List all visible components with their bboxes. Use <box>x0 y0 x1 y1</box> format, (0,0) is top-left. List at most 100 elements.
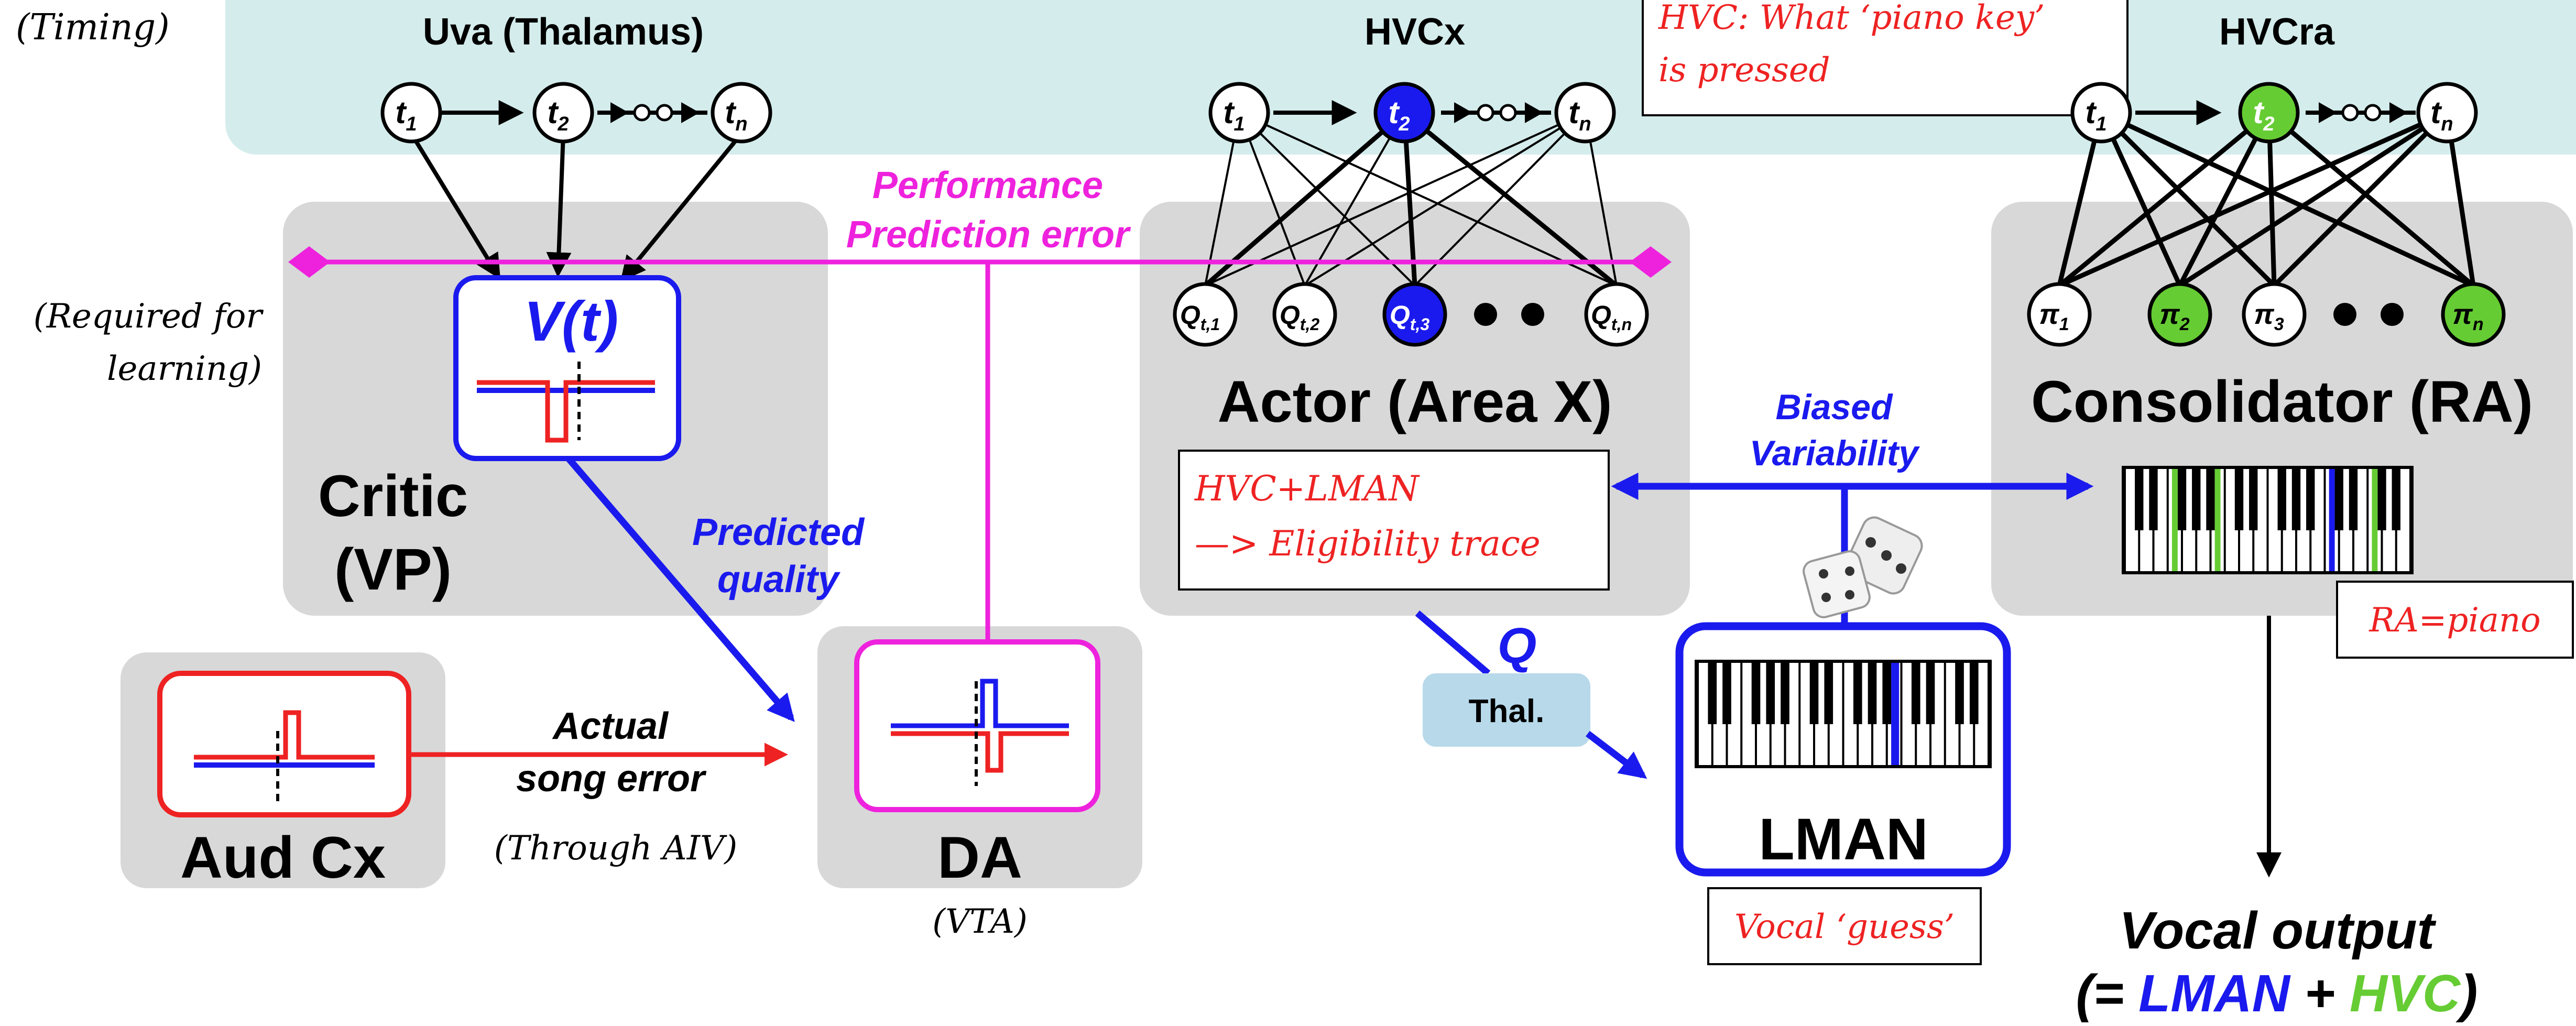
dice-icon <box>1803 516 1923 618</box>
hvcra-t1-node: t1 <box>2070 82 2132 144</box>
timing-annotation: (Timing) <box>16 7 170 48</box>
piano-black-key <box>1708 663 1717 724</box>
piano-black-key <box>2177 469 2187 530</box>
piano-black-key <box>2291 469 2301 530</box>
piano-black-key <box>2306 469 2315 530</box>
q-arrow-upper <box>1415 610 1491 676</box>
svg-text:π3: π3 <box>2254 299 2284 334</box>
performance-error-label-line2: Prediction error <box>846 214 1131 256</box>
q3-node: Qt,3 <box>1382 282 1447 347</box>
q1-node: Qt,1 <box>1173 282 1238 347</box>
biased-variability-line2: Variability <box>1750 433 1920 473</box>
lman-piano-icon <box>1695 660 1992 768</box>
vocal-guess-label: Vocal ‘guess’ <box>1734 908 1955 946</box>
actual-song-error-line1: Actual <box>552 705 669 747</box>
thal-label: Thal. <box>1469 693 1545 729</box>
piano-black-key <box>1911 663 1920 724</box>
svg-text:π1: π1 <box>2039 299 2069 334</box>
piano-black-key <box>2277 469 2286 530</box>
predicted-quality-line1: Predicted <box>692 511 865 553</box>
uva-tn-node: tn <box>711 82 772 144</box>
pi3-node: π3 <box>2242 282 2307 347</box>
chain-circles <box>633 104 2382 122</box>
required-annotation-line2: learning) <box>107 350 262 388</box>
q-label: Q <box>1498 618 1537 674</box>
piano-black-key <box>1766 663 1775 724</box>
hvcx-label: HVCx <box>1365 11 1465 53</box>
svg-text:πn: πn <box>2452 299 2483 334</box>
piano-black-key <box>2234 469 2244 530</box>
piano-black-key <box>2135 469 2144 530</box>
hvcx-t1-node: t1 <box>1208 82 1270 144</box>
hvc-note-line1: HVC: What ‘piano key’ <box>1658 0 2045 37</box>
vp-label: (VP) <box>334 537 452 602</box>
right-diamond-marker <box>1630 246 1672 278</box>
biased-variability-line1: Biased <box>1776 387 1893 427</box>
uva-to-vt-arrows <box>409 132 744 282</box>
performance-error-label-line1: Performance <box>872 165 1103 206</box>
svg-text:Qt,2: Qt,2 <box>1280 300 1319 334</box>
predicted-quality-arrow <box>566 456 795 722</box>
vt-trace <box>477 362 655 443</box>
piano-black-key <box>1868 663 1877 724</box>
piano-black-key <box>2392 469 2400 530</box>
piano-black-key <box>2377 469 2386 530</box>
svg-text:t1: t1 <box>1223 95 1245 135</box>
consolidator-label: Consolidator (RA) <box>2031 369 2533 434</box>
chain-dots <box>610 102 2408 123</box>
hvcx-t2-node: t2 <box>1373 82 1435 144</box>
uva-label: Uva (Thalamus) <box>423 11 704 53</box>
piano-black-key <box>2192 469 2201 530</box>
svg-text:π2: π2 <box>2159 299 2189 334</box>
pi1-node: π1 <box>2027 282 2092 347</box>
vocal-output-label: Vocal output <box>2119 901 2437 960</box>
svg-text:t2: t2 <box>2253 95 2274 135</box>
hvc-lman-box <box>1178 450 1610 591</box>
piano-black-key <box>1751 663 1761 724</box>
piano-black-key <box>1781 663 1789 724</box>
piano-highlighted-key <box>2214 469 2221 571</box>
svg-text:Qt,1: Qt,1 <box>1180 300 1220 334</box>
ra-piano-label: RA=piano <box>2368 601 2540 640</box>
piano-black-key <box>1926 663 1935 724</box>
q-arrow-lower <box>1586 730 1647 779</box>
svg-text:t2: t2 <box>1388 95 1410 135</box>
piano-black-key <box>2206 469 2215 530</box>
hvcra-t2-node: t2 <box>2238 82 2300 144</box>
thal-box <box>1423 673 1590 747</box>
svg-text:tn: tn <box>1568 95 1591 135</box>
piano-highlighted-key <box>2372 469 2378 571</box>
hvcra-to-pi-connections <box>2057 110 2476 288</box>
piano-highlighted-key <box>1891 663 1900 765</box>
piano-highlighted-key <box>2171 469 2178 571</box>
ra-piano-icon <box>2122 466 2414 574</box>
piano-black-key <box>2349 469 2358 530</box>
piano-black-key <box>1809 663 1819 724</box>
piano-black-key <box>1824 663 1833 724</box>
svg-text:t1: t1 <box>2085 95 2106 135</box>
ra-piano-box <box>2336 581 2574 659</box>
piano-black-key <box>1955 663 1964 724</box>
audcx-label: Aud Cx <box>180 825 386 890</box>
piano-black-key <box>1722 663 1731 724</box>
svg-text:tn: tn <box>725 95 747 135</box>
node-label: t1 <box>395 95 417 135</box>
piano-black-key <box>2334 469 2343 530</box>
hvc-note-line2: is pressed <box>1658 51 1830 90</box>
vt-box <box>453 275 681 461</box>
through-aiv-label: (Through AIV) <box>494 829 737 868</box>
piano-black-key <box>1882 663 1892 724</box>
svg-text:Qt,n: Qt,n <box>1591 300 1632 334</box>
q-ellipsis-dot <box>1521 303 1544 326</box>
vocal-output-equation: (= LMAN + HVC) <box>2076 964 2478 1023</box>
lman-label: LMAN <box>1759 806 1928 872</box>
da-label: DA <box>937 825 1022 890</box>
piano-black-key <box>2149 469 2158 530</box>
left-diamond-marker <box>288 246 330 278</box>
qn-node: Qt,n <box>1584 282 1649 347</box>
vt-label: V(t) <box>524 289 618 353</box>
uva-t1-node: t1 <box>380 82 442 144</box>
hvc-note-box <box>1642 0 2129 116</box>
uva-t2-node: t2 <box>532 82 594 144</box>
actor-label: Actor (Area X) <box>1217 369 1612 434</box>
